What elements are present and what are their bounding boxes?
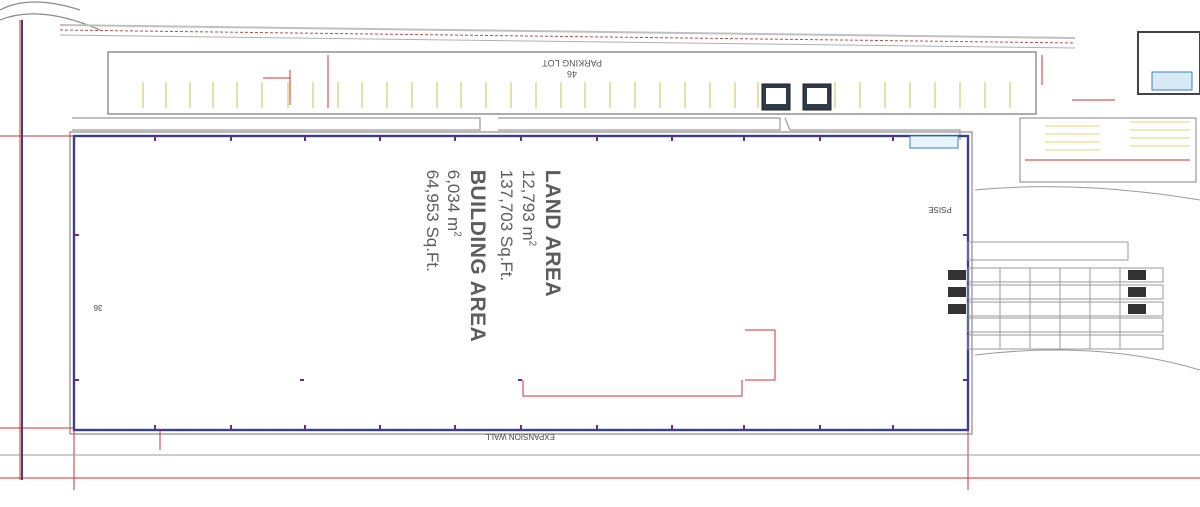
dock-doors [948, 270, 1146, 314]
door-tag: 36 [93, 303, 102, 312]
building-wall-gray [69, 131, 973, 435]
east-parking [1019, 99, 1197, 183]
building-area-heading: BUILDING AREA [466, 169, 489, 343]
loading-docks [967, 186, 1200, 371]
building-area-metric: 6,034 m2 [443, 169, 463, 237]
perimeter-road [59, 24, 1076, 49]
land-area-metric: 12,793 m2 [518, 169, 538, 247]
parking-stalls [142, 82, 1011, 108]
land-area-imperial: 137,703 Sq.Ft. [497, 169, 517, 282]
expansion-wall-label: EXPANSION WALL [485, 432, 555, 441]
psise-label: PSISE [928, 205, 952, 214]
land-area-heading: LAND AREA [540, 169, 564, 298]
interior-dimension [522, 329, 776, 397]
site-dimension-lines [0, 20, 1200, 490]
parking-count: 46 [567, 69, 577, 79]
entry-canopy [909, 135, 959, 149]
parking-lot-outline [107, 51, 1037, 115]
column-ticks [74, 136, 968, 430]
parking-lot-label: PARKING LOT [542, 58, 602, 68]
parking-dimensions [263, 55, 1043, 108]
land-area-block: LAND AREA 12,793 m2 137,703 Sq.Ft. [496, 170, 565, 490]
building-area-imperial: 64,953 Sq.Ft. [422, 169, 442, 272]
east-structure [1137, 31, 1200, 95]
area-summary: LAND AREA 12,793 m2 137,703 Sq.Ft. BUILD… [415, 170, 565, 490]
equipment-units [761, 83, 832, 111]
building-area-block: BUILDING AREA 6,034 m2 64,953 Sq.Ft. [421, 170, 490, 490]
